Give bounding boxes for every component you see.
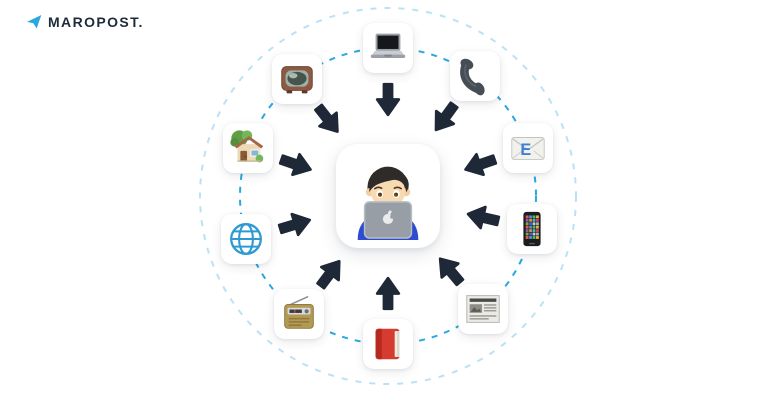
mobile-phone-channel-tile	[507, 204, 558, 255]
red-closed-book-icon	[375, 328, 400, 360]
radio-channel-tile	[273, 289, 324, 340]
inward-arrow-icon	[375, 81, 402, 117]
telephone-receiver-icon	[460, 59, 485, 96]
email-channel-tile: E	[502, 122, 553, 173]
mobile-phone-icon	[523, 212, 541, 247]
inward-arrow-icon	[428, 248, 472, 293]
brand-logo-text: MAROPOST.	[48, 14, 144, 30]
man-technologist-emoji-icon	[357, 166, 419, 240]
newspaper-icon	[466, 295, 500, 324]
e-mail-envelope-icon: E	[511, 136, 545, 160]
inward-arrow-icon	[375, 275, 402, 311]
brand-logo: MAROPOST.	[27, 14, 144, 30]
globe-with-meridians-icon	[230, 223, 263, 256]
laptop-channel-tile	[363, 23, 413, 73]
globe-channel-tile	[221, 214, 272, 265]
maropost-paper-plane-icon	[27, 15, 42, 29]
inward-arrow-icon	[275, 146, 318, 183]
inward-arrow-icon	[462, 201, 503, 235]
inward-arrow-icon	[423, 95, 466, 140]
house-channel-tile	[223, 122, 274, 173]
newspaper-channel-tile	[458, 284, 509, 335]
television-icon	[281, 66, 313, 94]
telephone-channel-tile	[449, 51, 500, 102]
inward-arrow-icon	[458, 146, 501, 183]
inward-arrow-icon	[307, 97, 350, 142]
house-with-garden-icon	[230, 130, 264, 163]
inward-arrow-icon	[308, 251, 351, 296]
outer-dashed-ring	[199, 7, 577, 385]
inner-dashed-ring	[239, 47, 537, 345]
television-channel-tile	[271, 54, 322, 105]
svg-text:E: E	[520, 141, 531, 159]
center-person-tile	[336, 144, 440, 248]
radio-icon	[284, 296, 314, 329]
book-channel-tile	[363, 319, 413, 369]
inward-arrow-icon	[274, 206, 316, 242]
laptop-computer-icon	[370, 33, 406, 59]
